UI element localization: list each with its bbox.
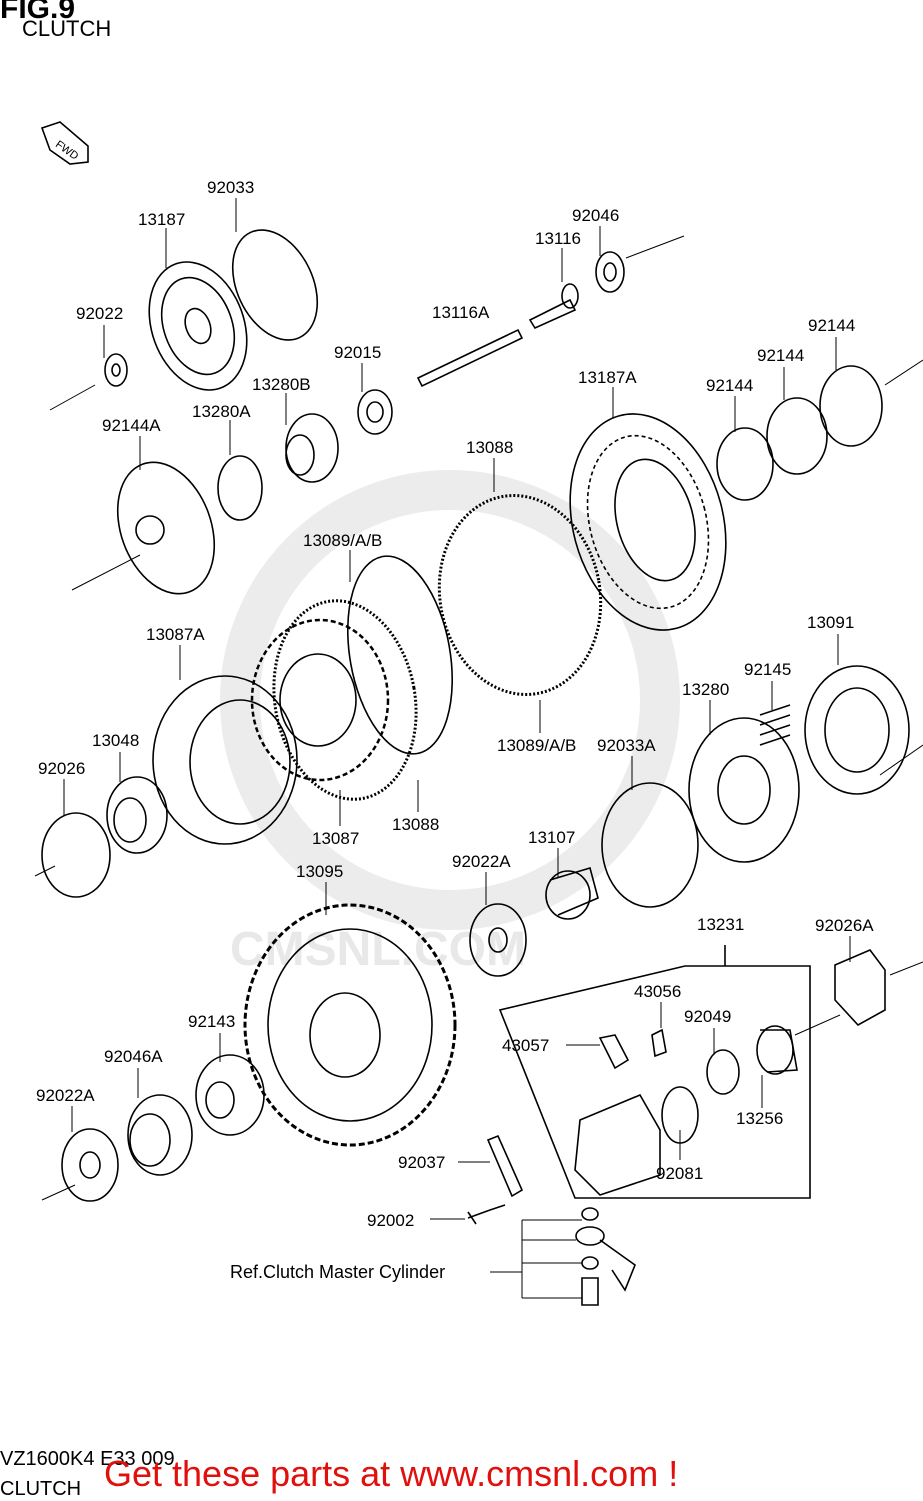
clutch-hub-13087 bbox=[250, 618, 390, 782]
shim-92144-a bbox=[716, 427, 774, 501]
pushrod-92037 bbox=[486, 1134, 524, 1198]
banjo-fitting bbox=[575, 1207, 636, 1306]
ref-clutch-master-cylinder: Ref.Clutch Master Cylinder bbox=[230, 1262, 445, 1282]
watermark-logo: CMSNL.COM bbox=[220, 470, 680, 976]
collar-13107 bbox=[545, 866, 599, 920]
friction-plate-13088-upper bbox=[437, 494, 603, 696]
pressure-plate-13187 bbox=[148, 261, 248, 391]
part-label: 13107 bbox=[528, 828, 575, 847]
shim-92144-c bbox=[819, 365, 883, 447]
part-label: 92046 bbox=[572, 206, 619, 225]
plate-13087a bbox=[152, 675, 298, 845]
pushrod-13116 bbox=[528, 283, 579, 330]
part-label: 92015 bbox=[334, 343, 381, 362]
rod-13116a bbox=[416, 328, 524, 388]
snap-ring-92033a bbox=[601, 782, 699, 908]
part-label: 13095 bbox=[296, 862, 343, 881]
part-label: 92046A bbox=[104, 1047, 163, 1066]
needle-bearing-92046a bbox=[127, 1094, 193, 1176]
steel-plate-13089 bbox=[346, 555, 454, 755]
part-label: 13116A bbox=[432, 303, 490, 322]
gasket-92026a bbox=[834, 949, 886, 1027]
friction-plate-13088-lower bbox=[272, 599, 418, 801]
part-label: 13116 bbox=[535, 229, 581, 248]
part-label: 13091 bbox=[807, 613, 854, 632]
clutch-housing-13095 bbox=[243, 903, 457, 1147]
figure-title: CLUTCH bbox=[22, 16, 112, 41]
part-label: 13187 bbox=[138, 210, 185, 229]
cta-link[interactable]: Get these parts at www.cmsnl.com ! bbox=[104, 1453, 679, 1494]
bearing-13280b bbox=[285, 413, 339, 483]
part-label: 43057 bbox=[502, 1036, 549, 1055]
part-label: 92144 bbox=[808, 316, 855, 335]
part-label: 92022 bbox=[76, 304, 123, 323]
part-label: 92002 bbox=[367, 1211, 414, 1230]
fwd-arrow-icon: FWD bbox=[40, 121, 89, 165]
part-label: 13089/A/B bbox=[497, 736, 576, 755]
ring-13280a bbox=[217, 455, 263, 521]
part-label: 13088 bbox=[392, 815, 439, 834]
diagram-footer-title: CLUTCH bbox=[0, 1478, 82, 1500]
leader-lines bbox=[63, 198, 851, 1299]
part-label: 13280 bbox=[682, 680, 729, 699]
part-label: 13256 bbox=[736, 1109, 783, 1128]
part-label: 92144 bbox=[706, 376, 753, 395]
part-label: 92022A bbox=[452, 852, 511, 871]
washer-92022a-lower bbox=[61, 1128, 119, 1202]
spacer-92143 bbox=[195, 1054, 265, 1136]
part-label: 92033A bbox=[597, 736, 656, 755]
needle-bearing-92046 bbox=[595, 251, 625, 293]
snap-ring-92033 bbox=[231, 229, 319, 341]
diagram-code: VZ1600K4 E33 009 bbox=[0, 1448, 175, 1470]
piston-13256 bbox=[756, 1025, 798, 1075]
nut-92015 bbox=[357, 389, 393, 435]
ring-92026 bbox=[41, 812, 111, 898]
part-label: 92145 bbox=[744, 660, 791, 679]
friction-plate-13187a bbox=[569, 413, 727, 631]
oil-seal-92049 bbox=[706, 1049, 740, 1095]
part-label: 13088 bbox=[466, 438, 513, 457]
group-bracket-13231 bbox=[498, 945, 811, 1199]
bleeder-43056 bbox=[651, 1028, 667, 1058]
bolt-92002 bbox=[467, 1204, 506, 1225]
part-label: 13280B bbox=[252, 375, 311, 394]
washer-92022 bbox=[104, 353, 128, 387]
plate-92144a bbox=[116, 461, 216, 595]
part-label: 92037 bbox=[398, 1153, 445, 1172]
cap-43057 bbox=[598, 1034, 630, 1070]
part-label: 92143 bbox=[188, 1012, 235, 1031]
part-label: 92026 bbox=[38, 759, 85, 778]
part-label: 43056 bbox=[634, 982, 681, 1001]
part-label: 92033 bbox=[207, 178, 254, 197]
shim-92144-b bbox=[766, 397, 828, 475]
part-label: 92026A bbox=[815, 916, 874, 935]
part-label: 13048 bbox=[92, 731, 139, 750]
lifter-plate-13280 bbox=[688, 717, 800, 863]
axis-arrows bbox=[34, 235, 923, 1201]
part-label: 13087 bbox=[312, 829, 359, 848]
sleeve-13048 bbox=[106, 776, 168, 854]
part-label: 92144 bbox=[757, 346, 804, 365]
watermark-text: CMSNL.COM bbox=[230, 923, 526, 976]
part-label: 92081 bbox=[656, 1164, 703, 1183]
washer-92022a-upper bbox=[469, 903, 527, 977]
part-label: 13187A bbox=[578, 368, 637, 387]
part-label: 13089/A/B bbox=[303, 531, 382, 550]
part-label: 92022A bbox=[36, 1086, 95, 1105]
part-label: 92049 bbox=[684, 1007, 731, 1026]
part-label: 13087A bbox=[146, 625, 205, 644]
part-label: 92144A bbox=[102, 416, 161, 435]
part-label: 13280A bbox=[192, 402, 251, 421]
spring-holder-13091 bbox=[804, 665, 910, 795]
figure-number: FIG.9 bbox=[0, 0, 76, 25]
part-label: 13231 bbox=[697, 915, 744, 934]
spring-92145 bbox=[759, 704, 791, 746]
